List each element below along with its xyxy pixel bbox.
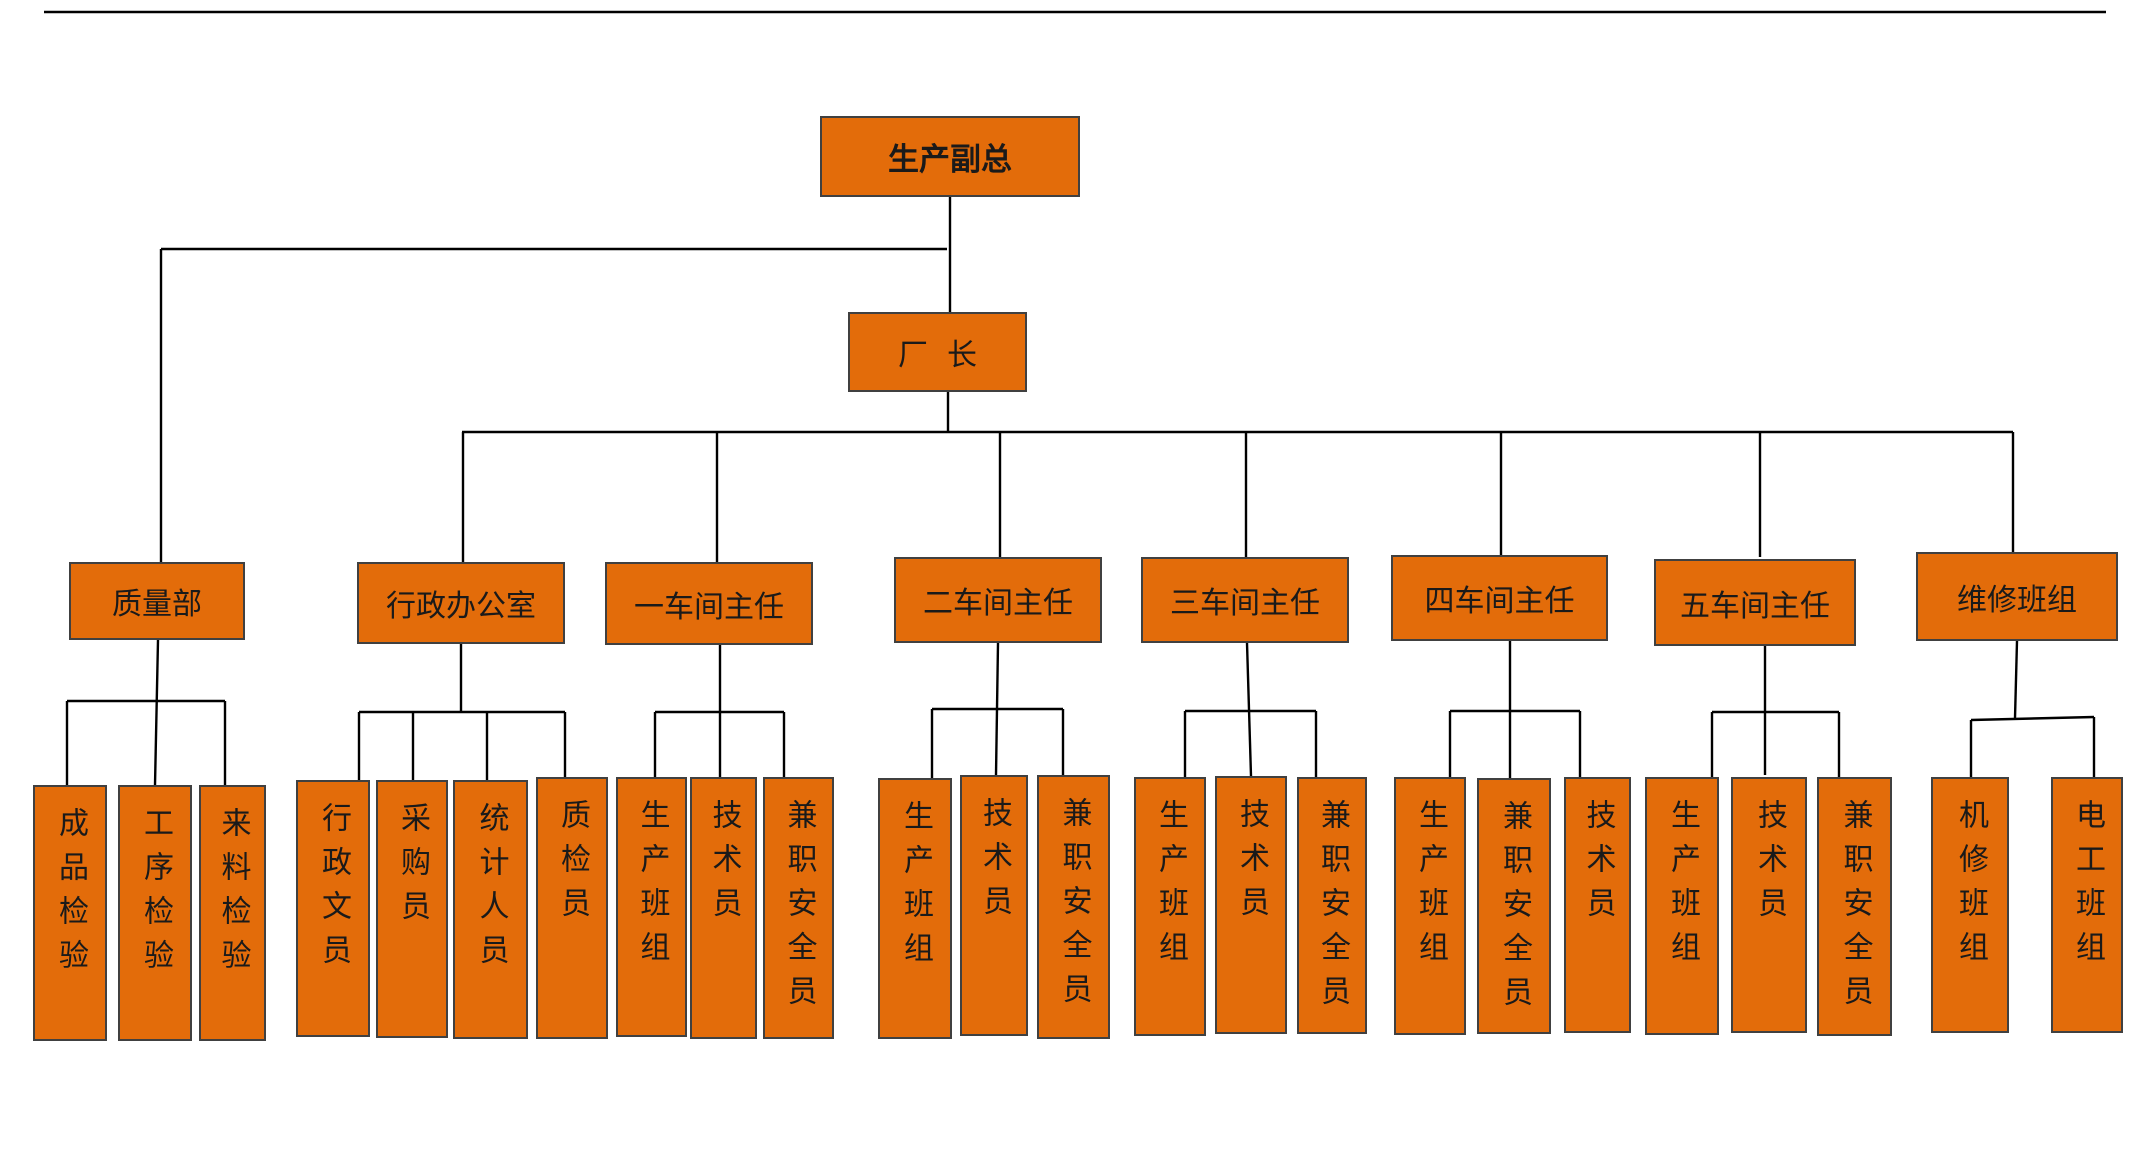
quality-dept-label: 质量部	[112, 587, 202, 622]
repair-group-box: 维修班组	[1916, 552, 2118, 641]
workshop2-director-label: 二车间主任	[923, 586, 1073, 621]
process-inspection-label: 工序检验	[138, 807, 173, 983]
ws4-production-team-label: 生产班组	[1413, 799, 1448, 975]
purchaser-label: 采购员	[395, 802, 430, 934]
finished-product-inspection-label: 成品检验	[53, 807, 88, 983]
ws5-production-team-label: 生产班组	[1665, 799, 1700, 975]
ws4-technician-box: 技术员	[1564, 777, 1631, 1033]
machine-repair-team-label: 机修班组	[1953, 799, 1988, 975]
machine-repair-team-box: 机修班组	[1931, 777, 2009, 1033]
ws3-stem	[1245, 642, 1253, 777]
ws2-technician-box: 技术员	[960, 775, 1028, 1036]
ws5-safety-officer-box: 兼职安全员	[1817, 777, 1892, 1036]
quality-stem	[153, 639, 160, 786]
ws4-technician-label: 技术员	[1580, 799, 1616, 931]
workshop5-director-label: 五车间主任	[1680, 588, 1830, 624]
ws5-technician-box: 技术员	[1731, 777, 1807, 1033]
ws5-production-team-box: 生产班组	[1645, 777, 1719, 1035]
statistician-label: 统计人员	[473, 802, 509, 978]
repair-bar	[1970, 715, 2095, 722]
ws1-production-team-box: 生产班组	[616, 777, 687, 1037]
quality-dept-box: 质量部	[69, 562, 245, 640]
ws3-production-team-box: 生产班组	[1134, 777, 1206, 1036]
workshop4-director-box: 四车间主任	[1391, 555, 1608, 641]
incoming-inspection-label: 来料检验	[215, 807, 251, 983]
workshop1-director-label: 一车间主任	[634, 589, 784, 625]
admin-clerk-label: 行政文员	[316, 802, 351, 978]
workshop2-director-box: 二车间主任	[894, 557, 1102, 643]
incoming-inspection-box: 来料检验	[199, 785, 266, 1041]
admin-clerk-box: 行政文员	[296, 780, 370, 1037]
vp-production-label: 生产副总	[888, 142, 1012, 178]
vp-production-box: 生产副总	[820, 116, 1080, 197]
ws2-safety-officer-box: 兼职安全员	[1037, 775, 1110, 1039]
ws3-safety-officer-label: 兼职安全员	[1315, 799, 1350, 1019]
ws1-production-team-label: 生产班组	[634, 799, 670, 975]
ws2-technician-label: 技术员	[977, 797, 1012, 929]
statistician-box: 统计人员	[453, 780, 528, 1039]
ws3-technician-label: 技术员	[1234, 798, 1269, 930]
ws1-safety-officer-box: 兼职安全员	[763, 777, 834, 1039]
quality-inspector-label: 质检员	[555, 799, 590, 931]
electrician-team-label: 电工班组	[2070, 799, 2105, 975]
ws3-technician-box: 技术员	[1215, 776, 1287, 1034]
factory-manager-label: 厂 长	[897, 338, 978, 373]
purchaser-box: 采购员	[376, 780, 448, 1038]
ws3-production-team-label: 生产班组	[1153, 799, 1188, 975]
ws1-technician-box: 技术员	[690, 777, 757, 1039]
quality-inspector-box: 质检员	[536, 777, 608, 1039]
ws2-safety-officer-label: 兼职安全员	[1056, 797, 1092, 1017]
ws4-safety-officer-box: 兼职安全员	[1477, 778, 1551, 1034]
ws1-technician-label: 技术员	[706, 799, 742, 931]
finished-product-inspection-box: 成品检验	[33, 785, 107, 1041]
repair-stem	[2013, 640, 2019, 719]
electrician-team-box: 电工班组	[2051, 777, 2123, 1033]
workshop3-director-box: 三车间主任	[1141, 557, 1349, 643]
ws1-safety-officer-label: 兼职安全员	[781, 799, 817, 1019]
ws2-production-team-label: 生产班组	[898, 800, 933, 976]
ws4-safety-officer-label: 兼职安全员	[1497, 800, 1532, 1020]
workshop4-director-label: 四车间主任	[1424, 584, 1575, 619]
workshop1-director-box: 一车间主任	[605, 562, 813, 645]
ws5-safety-officer-label: 兼职安全员	[1837, 799, 1873, 1019]
workshop3-director-label: 三车间主任	[1170, 586, 1320, 621]
factory-manager-box: 厂 长	[848, 312, 1027, 392]
ws4-production-team-box: 生产班组	[1394, 777, 1466, 1035]
admin-office-box: 行政办公室	[357, 562, 565, 644]
ws2-production-team-box: 生产班组	[878, 778, 952, 1039]
admin-office-label: 行政办公室	[386, 589, 536, 624]
workshop5-director-box: 五车间主任	[1654, 559, 1856, 646]
process-inspection-box: 工序检验	[118, 785, 192, 1041]
repair-group-label: 维修班组	[1957, 582, 2077, 618]
ws3-safety-officer-box: 兼职安全员	[1297, 777, 1367, 1034]
ws5-technician-label: 技术员	[1752, 799, 1787, 931]
